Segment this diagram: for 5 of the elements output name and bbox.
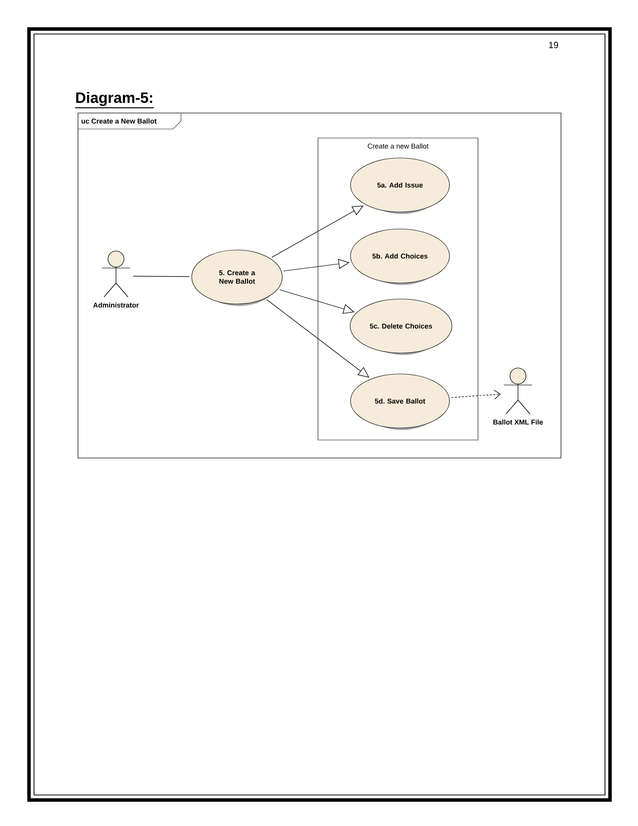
- arrow: [279, 289, 354, 314]
- association-line: [132, 276, 190, 277]
- page-number: 19: [549, 42, 558, 48]
- arrow: [451, 390, 501, 400]
- heading: Diagram-5:: [76, 92, 152, 106]
